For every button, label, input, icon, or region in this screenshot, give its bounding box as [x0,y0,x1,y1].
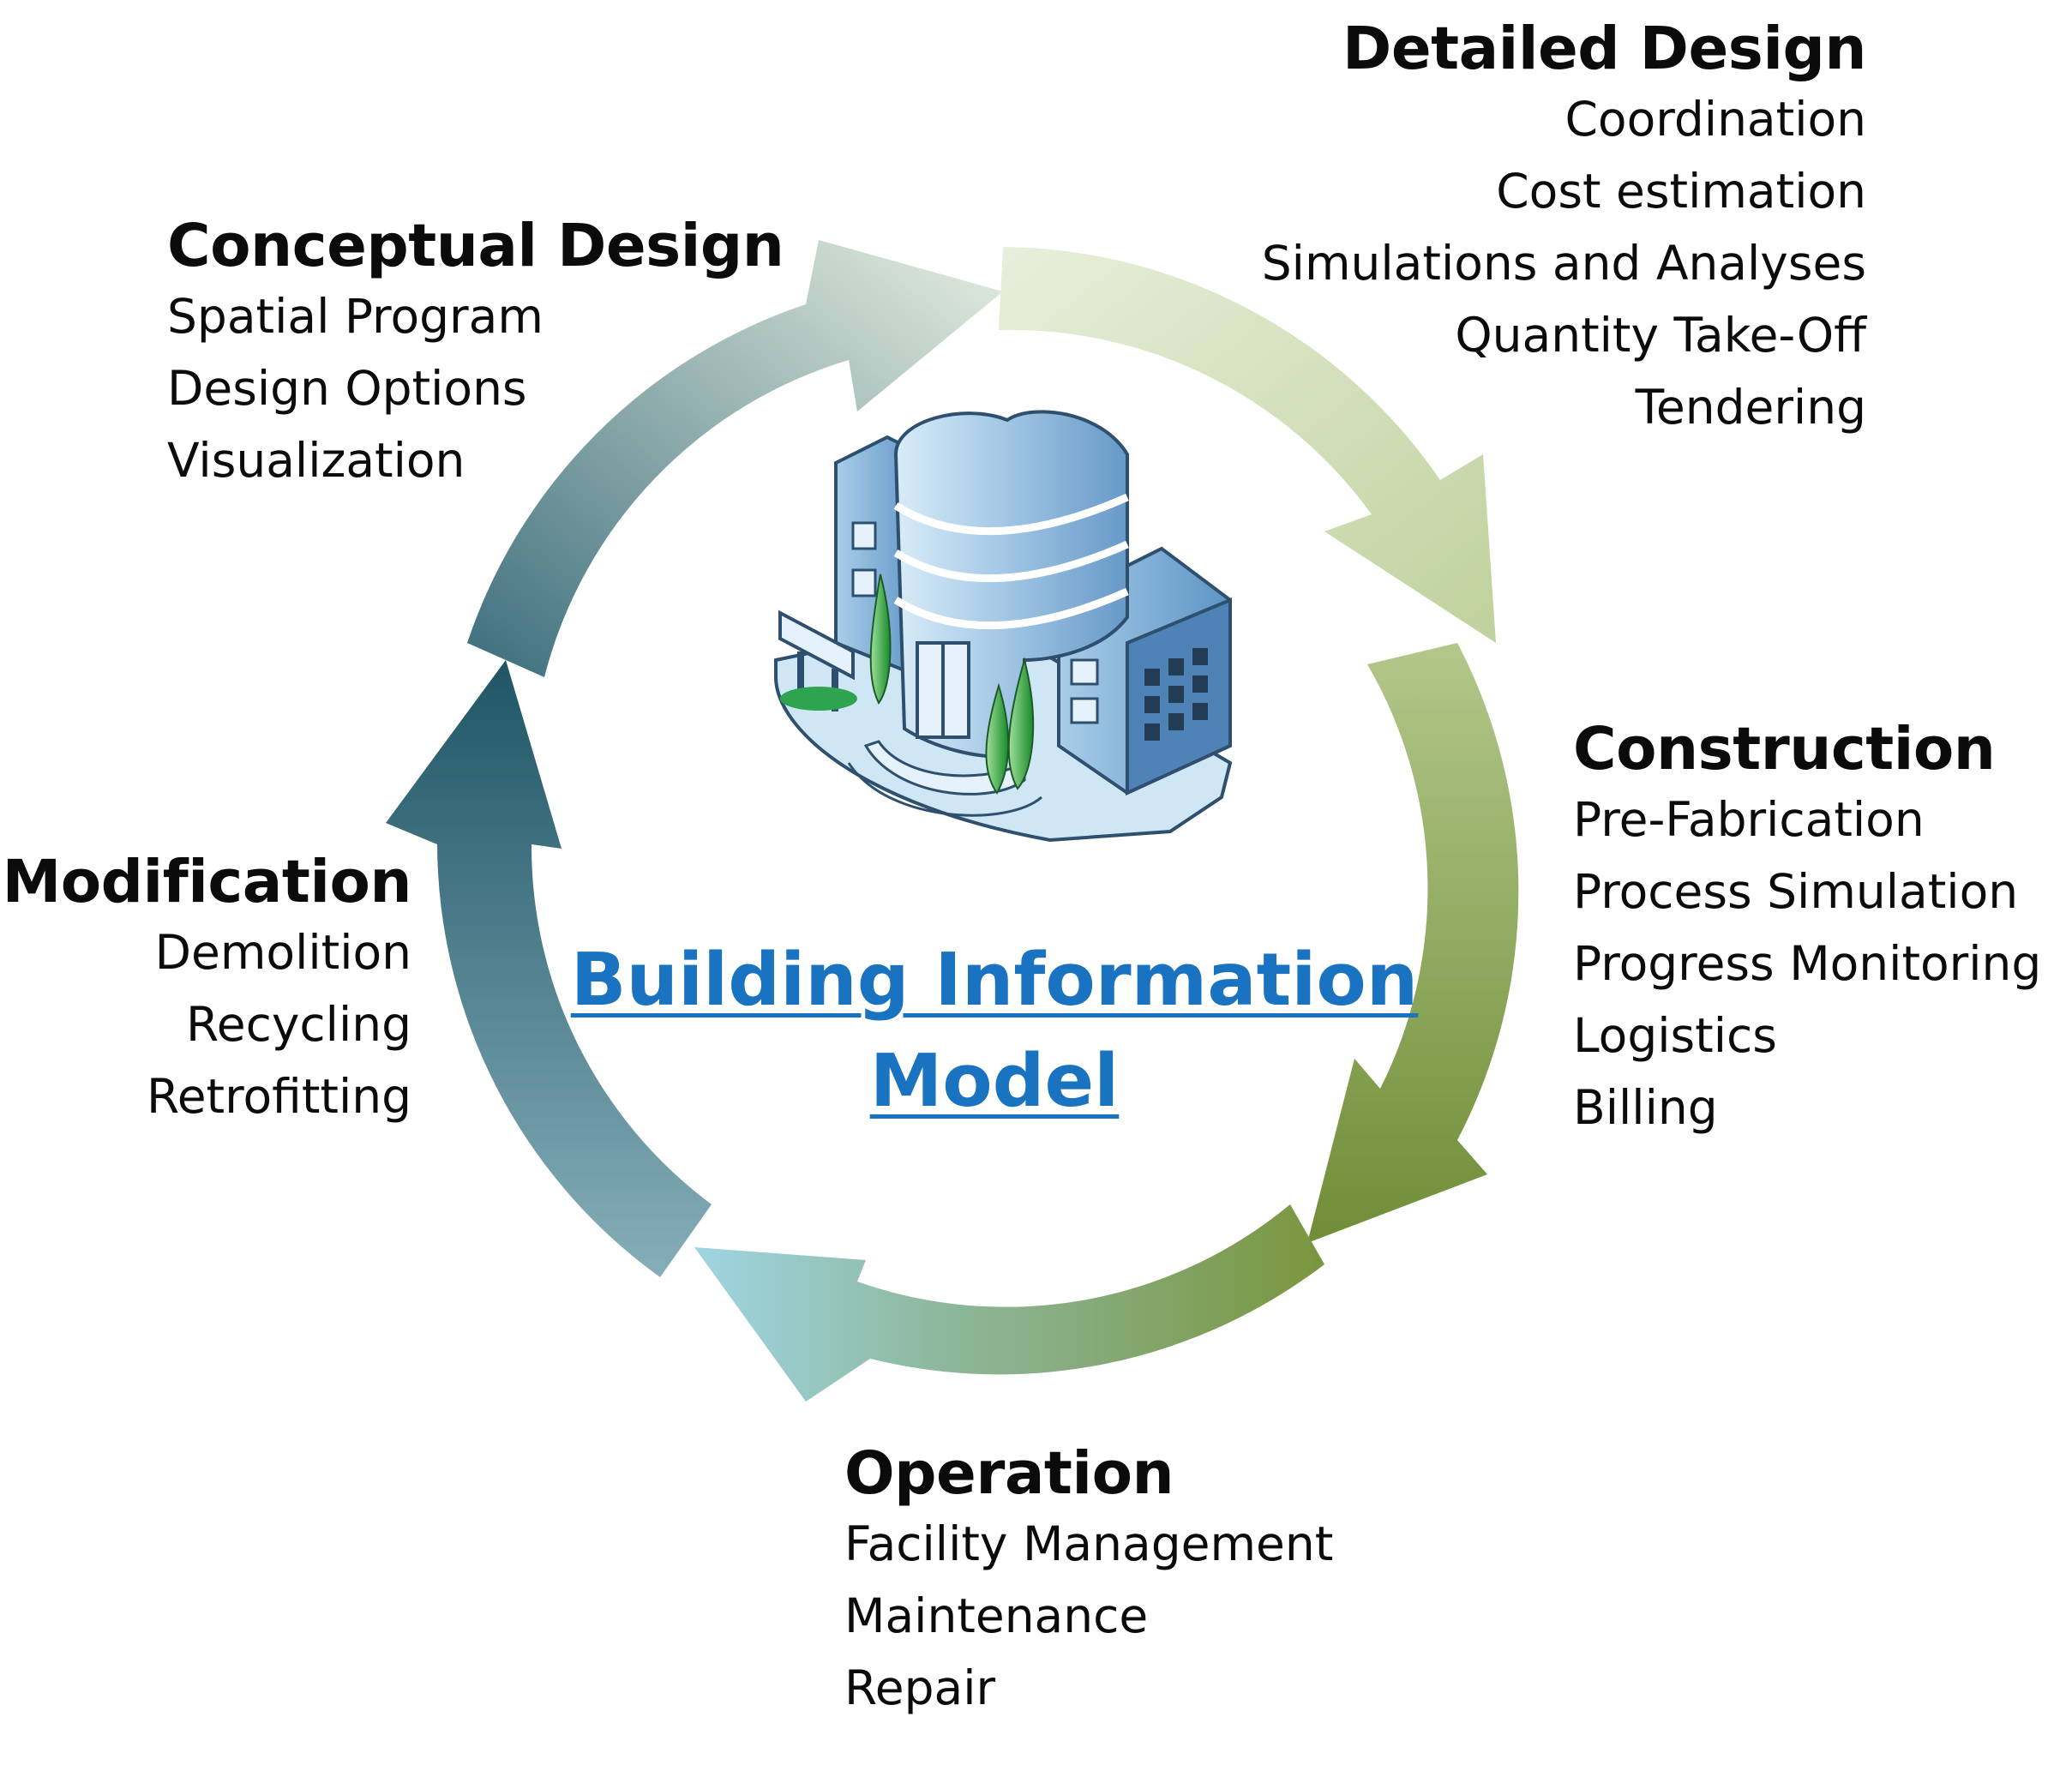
arrow-to-construction [999,247,1496,643]
phase-item: Demolition [154,925,411,981]
center-title-line1: Building Information [570,938,1419,1023]
phase-title: Operation [844,1439,1174,1508]
phase-title: Detailed Design [1342,15,1866,83]
arrow-to-conceptual-design [386,660,712,1277]
phase-operation: Operation Facility Management Maintenanc… [844,1439,1334,1724]
phase-item: Coordination [1565,92,1866,147]
phase-construction: Construction Pre-Fabrication Process Sim… [1573,715,2042,1144]
phase-item: Recycling [186,997,411,1053]
phase-modification: Modification Demolition Recycling Retrof… [2,848,412,1132]
center-title-line2: Model [869,1039,1120,1124]
phase-item: Facility Management [844,1516,1334,1572]
phase-item: Logistics [1573,1008,1777,1064]
building-illustration [774,410,1233,843]
arrow-to-operation [1307,643,1519,1243]
phase-item: Quantity Take-Off [1455,308,1866,363]
phase-detailed-design: Detailed Design Coordination Cost estima… [1261,15,1867,443]
arrow-to-modification [694,1204,1324,1402]
phase-item: Spatial Program [167,289,544,345]
phase-item: Pre-Fabrication [1573,792,1925,848]
phase-item: Design Options [167,361,527,417]
center-title[interactable]: Building Information Model [532,930,1457,1132]
phase-title: Conceptual Design [167,212,784,280]
phase-item: Retrofitting [146,1069,411,1125]
phase-item: Simulations and Analyses [1261,236,1866,291]
arrow-to-detailed-design [467,240,1003,677]
phase-item: Repair [844,1660,996,1716]
phase-item: Tendering [1635,380,1866,435]
phase-title: Construction [1573,715,1996,783]
phase-title: Modification [2,848,412,916]
phase-conceptual-design: Conceptual Design Spatial Program Design… [167,212,784,496]
phase-item: Visualization [167,433,465,489]
phase-item: Progress Monitoring [1573,936,2042,992]
phase-item: Maintenance [844,1588,1149,1644]
phase-item: Billing [1573,1080,1718,1136]
phase-item: Cost estimation [1496,164,1866,219]
phase-item: Process Simulation [1573,864,2019,920]
